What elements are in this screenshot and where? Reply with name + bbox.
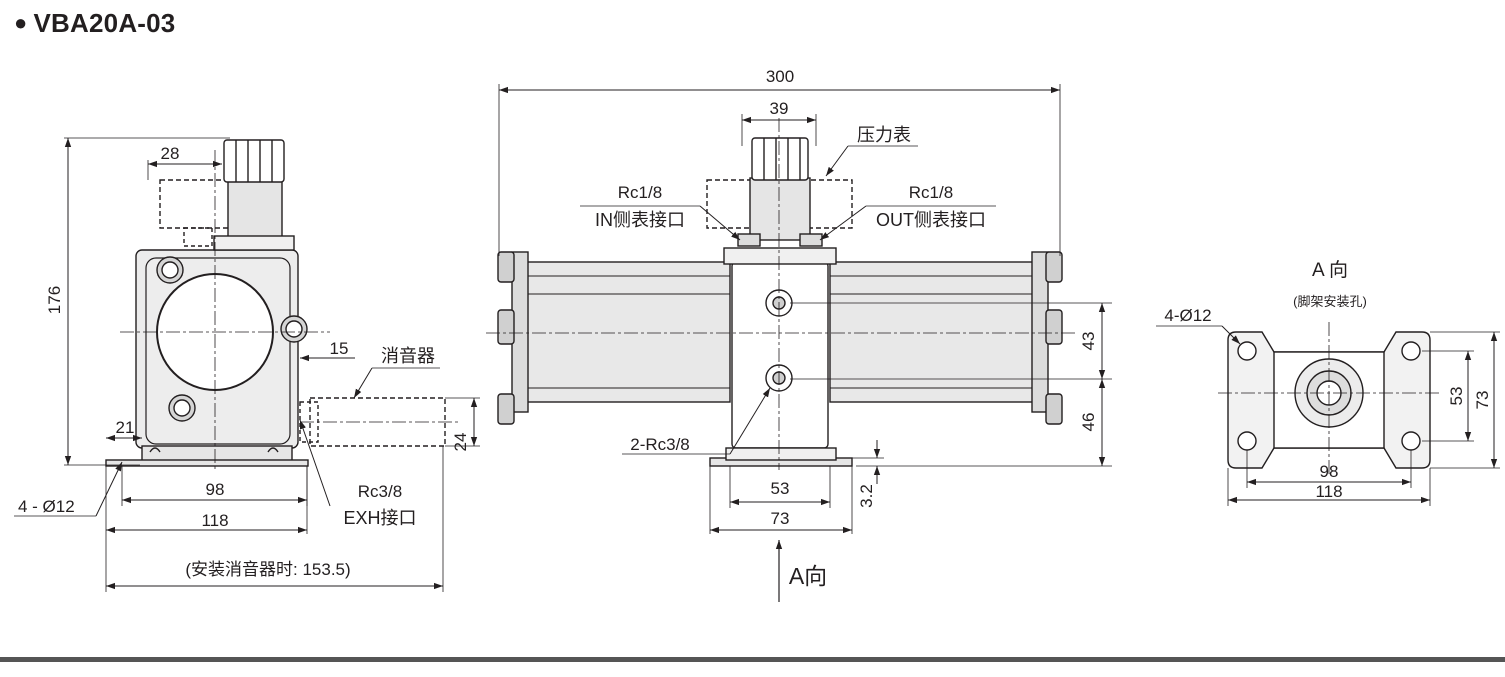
bullet-icon: ● bbox=[14, 10, 28, 35]
dim-view-a-118: 118 bbox=[1315, 482, 1342, 501]
front-view bbox=[486, 118, 1075, 470]
label-out-port: Rc1/8 bbox=[909, 183, 953, 202]
front-gauge-knob bbox=[751, 137, 809, 181]
page-title: ●VBA20A-03 bbox=[14, 8, 175, 39]
side-gauge-knob bbox=[223, 139, 285, 183]
bottom-divider bbox=[0, 657, 1505, 662]
dim-28: 28 bbox=[161, 144, 180, 163]
side-gauge-stem bbox=[227, 179, 283, 243]
view-a-title: A 向 bbox=[1312, 259, 1348, 281]
label-in-side: IN侧表接口 bbox=[595, 210, 685, 230]
label-ports: 2-Rc3/8 bbox=[630, 435, 690, 454]
label-in-port: Rc1/8 bbox=[618, 183, 662, 202]
dim-15: 15 bbox=[330, 339, 349, 358]
label-view-a-holes: 4-Ø12 bbox=[1164, 306, 1211, 325]
view-a bbox=[1218, 322, 1440, 476]
label-exhaust: EXH接口 bbox=[343, 508, 416, 528]
dim-21: 21 bbox=[116, 418, 135, 437]
dim-view-a-53: 53 bbox=[1447, 387, 1466, 406]
view-a-holes bbox=[1237, 341, 1421, 451]
dim-176: 176 bbox=[45, 286, 64, 314]
dim-24: 24 bbox=[451, 433, 470, 452]
front-labels: 300 39 压力表 Rc1/8 IN侧表接口 Rc1/8 OUT侧表接口 43… bbox=[595, 67, 1098, 589]
label-a-arrow: A向 bbox=[789, 563, 827, 589]
side-silencer-phantom bbox=[309, 397, 446, 447]
label-out-side: OUT侧表接口 bbox=[876, 210, 986, 230]
front-cylinder-right bbox=[829, 261, 1035, 403]
view-a-dimensions bbox=[1156, 325, 1500, 506]
front-cylinder-left bbox=[525, 261, 731, 403]
label-gauge: 压力表 bbox=[857, 125, 911, 145]
dim-39: 39 bbox=[770, 99, 789, 118]
label-foot-holes: 4 - Ø12 bbox=[18, 497, 75, 516]
dim-43: 43 bbox=[1079, 332, 1098, 351]
dim-46: 46 bbox=[1079, 413, 1098, 432]
dim-300: 300 bbox=[766, 67, 794, 86]
model-name: VBA20A-03 bbox=[33, 8, 176, 38]
side-labels: 176 28 21 98 118 (安装消音器时: 153.5) 4 - Ø12… bbox=[18, 144, 470, 579]
view-a-subtitle: (脚架安装孔) bbox=[1293, 294, 1367, 309]
dim-73: 73 bbox=[771, 509, 790, 528]
front-dimensions bbox=[498, 84, 1112, 602]
dim-view-a-73: 73 bbox=[1473, 391, 1492, 410]
side-gauge-phantom bbox=[159, 179, 231, 229]
side-dimensions bbox=[14, 137, 480, 592]
dim-view-a-98: 98 bbox=[1320, 462, 1339, 481]
dim-98: 98 bbox=[206, 480, 225, 499]
side-view bbox=[105, 139, 460, 470]
dim-53: 53 bbox=[771, 479, 790, 498]
label-exhaust-port: Rc3/8 bbox=[358, 482, 402, 501]
view-a-labels: A 向 (脚架安装孔) 4-Ø12 53 73 98 118 bbox=[1164, 259, 1492, 501]
dim-118: 118 bbox=[201, 511, 228, 530]
side-bolts bbox=[156, 256, 308, 422]
label-silencer: 消音器 bbox=[381, 346, 435, 366]
dim-3-2: 3.2 bbox=[857, 484, 876, 508]
dim-with-silencer: (安装消音器时: 153.5) bbox=[185, 560, 350, 579]
